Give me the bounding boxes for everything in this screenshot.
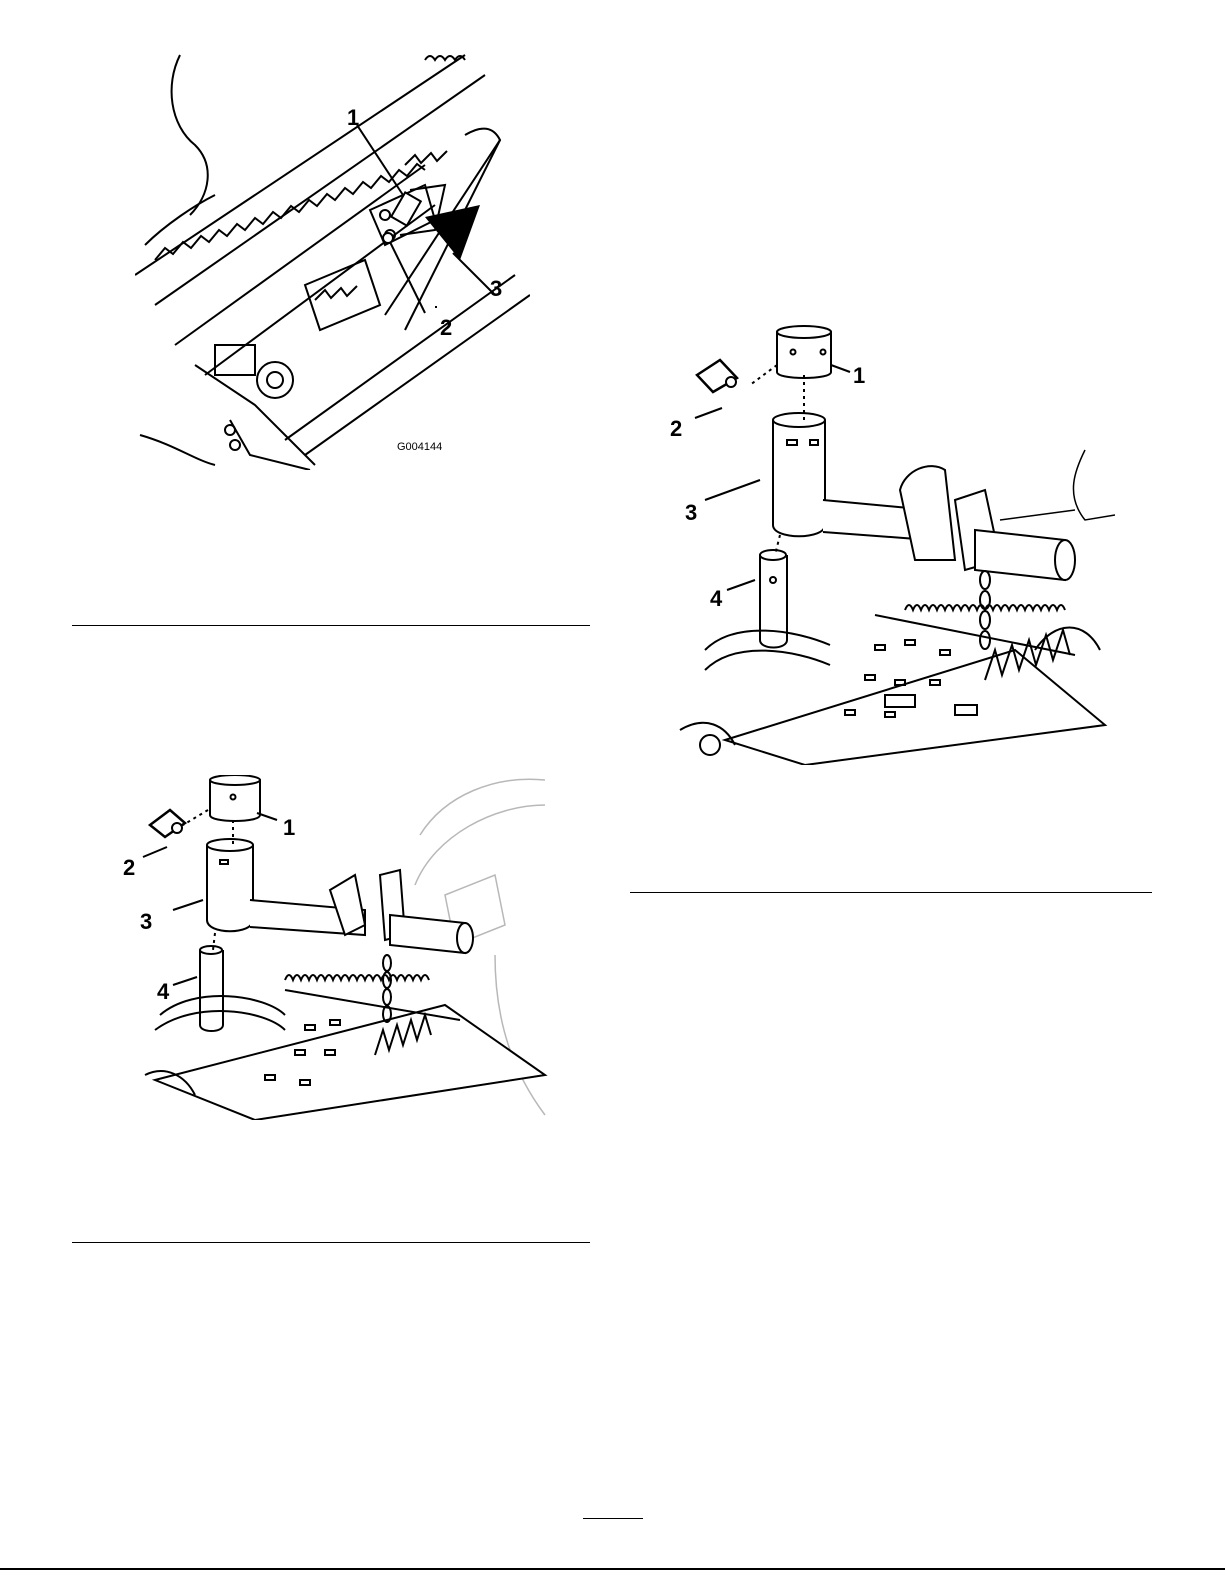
callout-3: 3	[490, 278, 502, 300]
callout-2: 2	[440, 317, 452, 339]
graphic-id: G004144	[397, 441, 442, 453]
callout-3: 3	[685, 502, 697, 524]
page-footer-rule	[0, 1568, 1225, 1570]
callout-4: 4	[710, 588, 722, 610]
reel-mower-illustration	[135, 45, 530, 470]
callout-1: 1	[347, 107, 359, 129]
callout-1: 1	[853, 365, 865, 387]
section-divider	[630, 892, 1152, 893]
figure-pivot-assembly-right: 1 2 3 4	[655, 320, 1115, 765]
figure-reel-assembly: 1 3 2 G004144	[135, 45, 530, 470]
page-number-rule	[583, 1518, 643, 1519]
pivot-bracket-illustration	[655, 320, 1115, 765]
section-divider	[72, 1242, 590, 1243]
callout-3: 3	[140, 911, 152, 933]
section-divider	[72, 625, 590, 626]
callout-2: 2	[123, 857, 135, 879]
callout-4: 4	[157, 981, 169, 1003]
figure-pivot-assembly-left: 1 2 3 4	[115, 775, 555, 1120]
pivot-bracket-illustration	[115, 775, 555, 1120]
callout-2: 2	[670, 418, 682, 440]
callout-1: 1	[283, 817, 295, 839]
